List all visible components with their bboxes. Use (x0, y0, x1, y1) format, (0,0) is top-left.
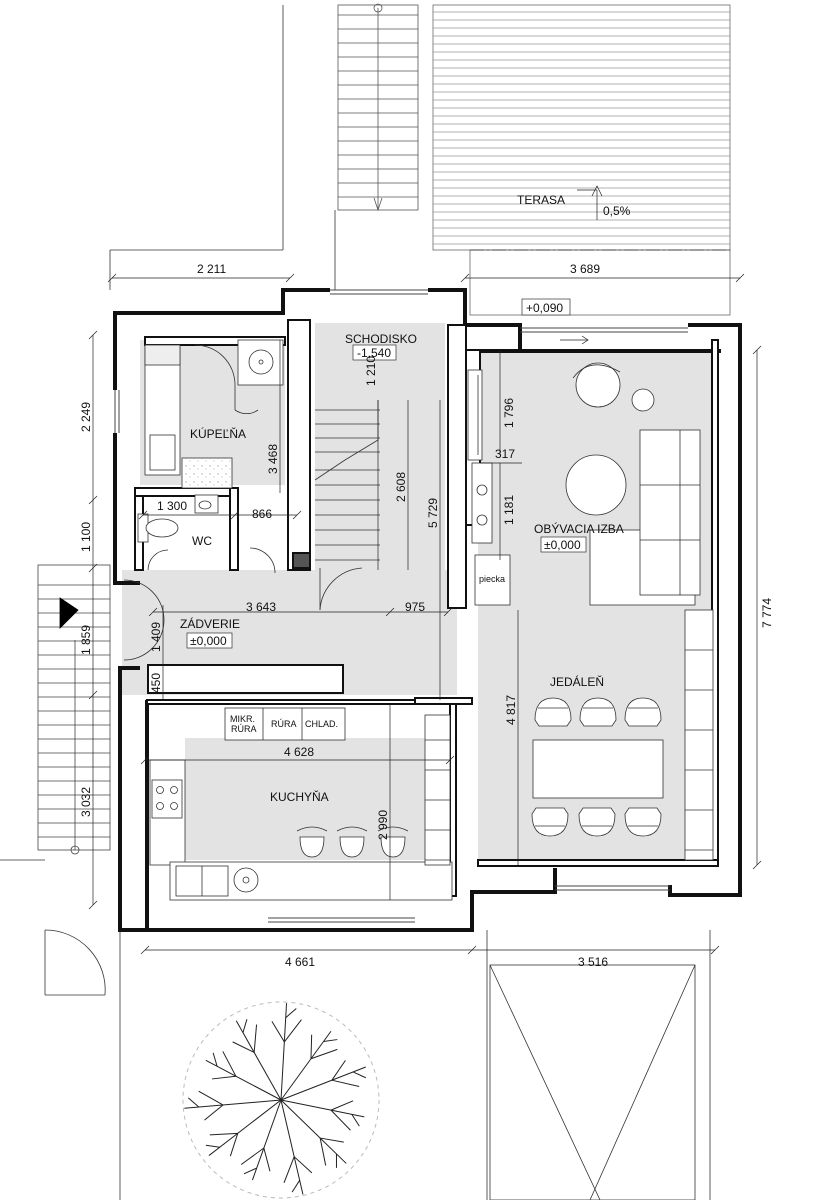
site-lines (109, 5, 730, 1200)
dim-stair-5729: 5 729 (426, 498, 440, 528)
kitchen-units (149, 707, 453, 901)
dim-left-1859: 1 859 (79, 625, 93, 655)
label-terasa: TERASA (517, 193, 565, 207)
interior-stair (314, 400, 380, 561)
label-terrace-level: +0,090 (526, 301, 563, 315)
exterior-walls (113, 288, 742, 932)
dim-zad-1409: 1 409 (149, 622, 163, 652)
label-mikr-1: MIKR. (230, 714, 255, 724)
label-wc: WC (192, 534, 212, 548)
dim-liv-1796: 1 796 (502, 398, 516, 428)
label-obyvacia-level: ±0,000 (544, 538, 581, 552)
dim-left-3032: 3 032 (79, 787, 93, 817)
dining-set (531, 697, 664, 837)
label-slope: 0,5% (603, 204, 631, 218)
exterior-stair-left (37, 564, 111, 855)
label-zadverie: ZÁDVERIE (180, 616, 240, 631)
dim-kit-2990: 2 990 (376, 810, 390, 840)
dim-kit-4628: 4 628 (284, 745, 314, 759)
dim-liv-317: 317 (495, 447, 515, 461)
windows (114, 289, 688, 923)
terrace-deck (432, 4, 731, 316)
label-schodisko: SCHODISKO (345, 332, 417, 346)
tree-symbol (182, 1001, 380, 1199)
label-kuchyna: KUCHYŇA (270, 789, 329, 804)
dimension-lines (88, 185, 762, 955)
dim-liv-1181: 1 181 (502, 495, 516, 525)
label-schodisko-level: -1,540 (357, 346, 391, 360)
dim-zad-975: 975 (405, 600, 425, 614)
label-mikr-2: RÚRA (231, 724, 257, 734)
room-labels: TERASA 0,5% +0,090 SCHODISKO -1,540 KÚPE… (180, 193, 631, 804)
living-furniture (467, 362, 714, 861)
dimension-labels: 2 211 3 689 2 249 1 100 1 859 3 032 4 66… (79, 262, 774, 969)
label-zadverie-level: ±0,000 (190, 634, 227, 648)
dim-wc-1300: 1 300 (157, 499, 187, 513)
doors (0, 567, 363, 996)
dim-top-right: 3 689 (570, 262, 600, 276)
dim-bottom-right: 3 516 (578, 955, 608, 969)
dim-bottom-left: 4 661 (285, 955, 315, 969)
dim-kup-3468: 3 468 (266, 444, 280, 474)
dim-zad-450: 450 (149, 673, 163, 693)
dim-stair-1210: 1 210 (364, 356, 378, 386)
dim-left-1100: 1 100 (79, 522, 93, 552)
label-jedalen: JEDÁLEŇ (550, 674, 604, 689)
dim-din-4817: 4 817 (504, 695, 518, 725)
bathroom-fixtures (137, 339, 284, 574)
dim-stair-2608: 2 608 (394, 472, 408, 502)
label-kupelna: KÚPEĽŇA (190, 426, 246, 441)
dim-left-2249: 2 249 (79, 402, 93, 432)
label-obyvacia: OBÝVACIA IZBA (534, 521, 624, 536)
label-piecka: piecka (479, 574, 505, 584)
dim-top-left: 2 211 (197, 262, 226, 276)
exterior-stair-top (337, 3, 419, 212)
dim-zad-3643: 3 643 (246, 600, 276, 614)
label-rura: RÚRA (271, 719, 297, 729)
dim-wc-866: 866 (252, 507, 272, 521)
dim-right-total: 7 774 (760, 598, 774, 628)
label-chlad: CHLAD. (305, 719, 338, 729)
